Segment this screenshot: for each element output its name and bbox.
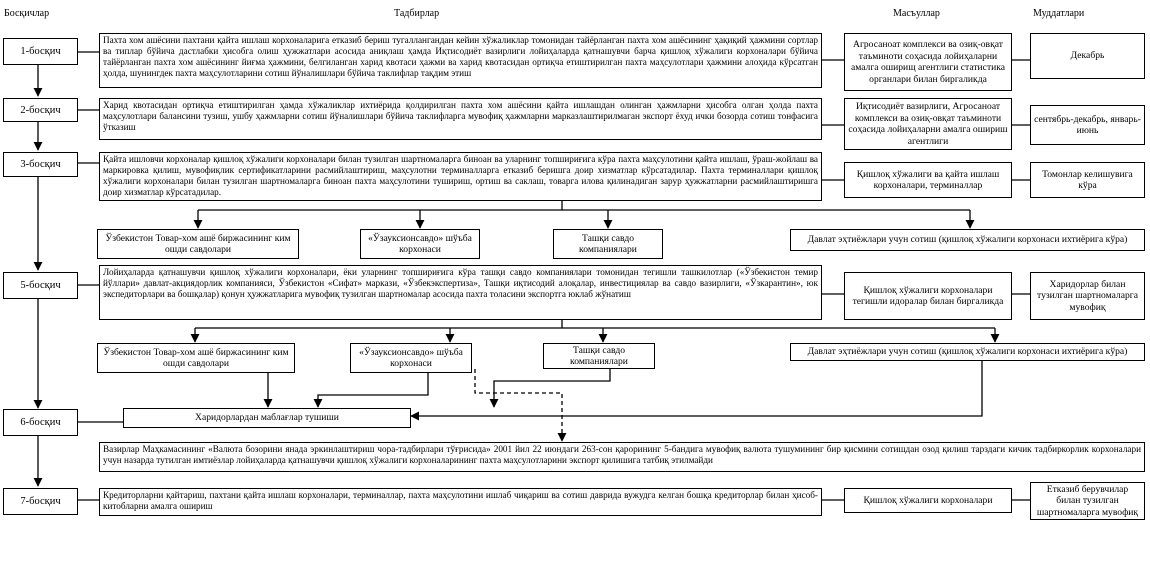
- channel-exchange-2: Ўзбекистон Товар-хом ашё биржасининг ким…: [97, 343, 295, 373]
- stage-6-box: 6-босқич: [3, 409, 78, 436]
- stage-5-box: 5-босқич: [3, 272, 78, 299]
- stage-2-text: Харид квотасидан ортиқча етиштирилган ҳа…: [99, 98, 822, 140]
- channel-foreign-trade-1: Ташқи савдо компаниялари: [553, 229, 663, 259]
- stage-3-responsible: Қишлоқ хўжалиги ва қайта ишлаш корхонала…: [844, 162, 1012, 198]
- stage-2-box: 2-босқич: [3, 98, 78, 122]
- channel-domestic-1: Давлат эҳтиёжлари учун сотиш (қишлоқ хўж…: [790, 229, 1145, 251]
- stage-7-text: Кредиторларни қайтариш, пахтани қайта иш…: [99, 488, 822, 516]
- header-deadlines: Муддатлари: [1033, 8, 1085, 19]
- decree-note: Вазирлар Маҳкамасининг «Валюта бозорини …: [99, 442, 1145, 472]
- stage-7-box: 7-босқич: [3, 488, 78, 515]
- header-stages: Босқичлар: [4, 8, 50, 19]
- stage-5-deadline: Харидорлар билан тузилган шартномаларга …: [1030, 272, 1145, 320]
- payments-box: Харидорлардан маблағлар тушиши: [123, 408, 411, 428]
- stage-5-text: Лойиҳаларда қатнашувчи қишлоқ хўжалиги к…: [99, 265, 822, 320]
- stage-2-deadline: сентябрь-декабрь, январь-июнь: [1030, 105, 1145, 145]
- stage-5-responsible: Қишлоқ хўжалиги корхоналари тегишли идор…: [844, 272, 1012, 320]
- stage-1-text: Пахта хом ашёсини пахтани қайта ишлаш ко…: [99, 33, 822, 88]
- channel-domestic-2: Давлат эҳтиёжлари учун сотиш (қишлоқ хўж…: [790, 343, 1145, 361]
- stage-1-box: 1-босқич: [3, 38, 78, 65]
- channel-uzauksion-2: «Ўзауксионсавдо» шўъба корхонаси: [350, 343, 472, 373]
- stage-2-responsible: Иқтисодиёт вазирлиги, Агросаноат комплек…: [844, 98, 1012, 150]
- stage-1-deadline: Декабрь: [1030, 33, 1145, 79]
- channel-uzauksion-1: «Ўзауксионсавдо» шўъба корхонаси: [360, 229, 480, 259]
- stage-3-deadline: Томонлар келишувига кўра: [1030, 162, 1145, 198]
- stage-3-text: Қайта ишловчи корхоналар қишлоқ хўжалиги…: [99, 152, 822, 201]
- header-measures: Тадбирлар: [394, 8, 440, 19]
- stage-1-responsible: Агросаноат комплекси ва озиқ-овқат таъми…: [844, 33, 1012, 91]
- stage-7-responsible: Қишлоқ хўжалиги корхоналари: [844, 488, 1012, 513]
- channel-foreign-trade-2: Ташқи савдо компаниялари: [543, 343, 655, 369]
- stage-7-deadline: Етказиб берувчилар билан тузилган шартно…: [1030, 482, 1145, 520]
- stage-3-box: 3-босқич: [3, 152, 78, 177]
- channel-exchange-1: Ўзбекистон Товар-хом ашё биржасининг ким…: [97, 229, 299, 259]
- header-responsible: Масъуллар: [893, 8, 940, 19]
